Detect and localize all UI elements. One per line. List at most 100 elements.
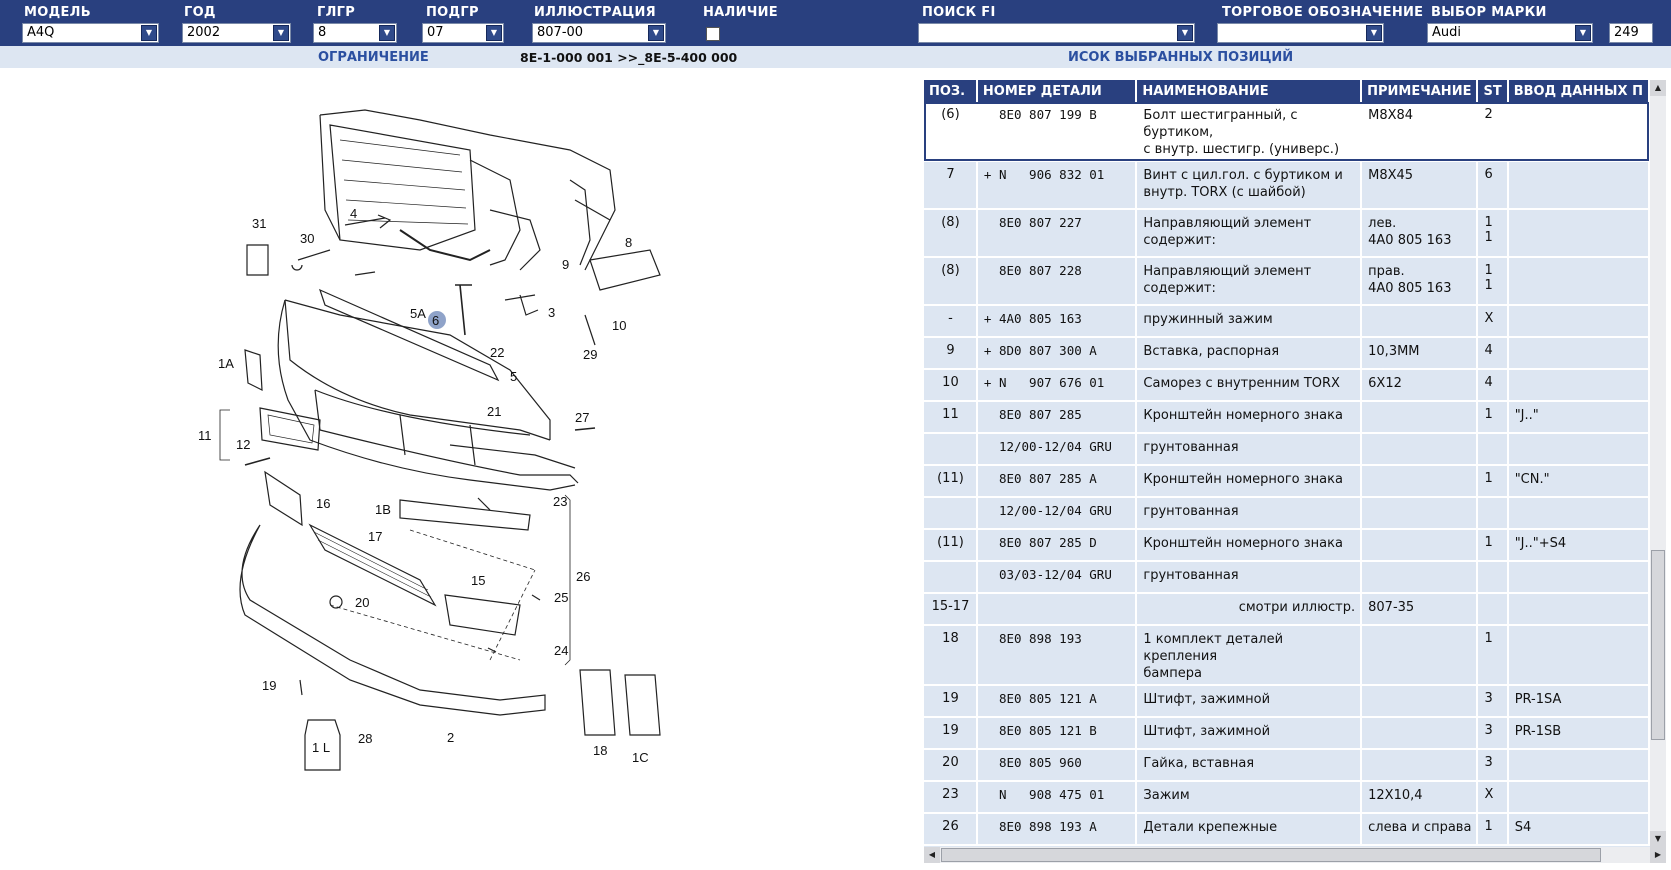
scroll-up-icon[interactable]: ▲: [1650, 80, 1666, 96]
chevron-down-icon[interactable]: ▼: [648, 25, 664, 41]
callout-30[interactable]: 30: [300, 231, 314, 246]
scroll-left-icon[interactable]: ◀: [924, 847, 940, 863]
cell-note: 807-35: [1361, 593, 1479, 626]
chevron-down-icon[interactable]: ▼: [1177, 25, 1193, 41]
scroll-right-icon[interactable]: ▶: [1650, 847, 1666, 863]
callout-29[interactable]: 29: [583, 347, 597, 362]
illustration-select[interactable]: 807-00 ▼: [532, 23, 666, 43]
chevron-down-icon[interactable]: ▼: [379, 25, 395, 41]
cell-pos: 23: [924, 781, 978, 814]
selected-list-link[interactable]: ИСОК ВЫБРАННЫХ ПОЗИЦИЙ: [1068, 50, 1294, 65]
hscroll-thumb[interactable]: [941, 848, 1601, 862]
cell-desc: пружинный зажим: [1136, 305, 1363, 338]
callout-27[interactable]: 27: [575, 410, 589, 425]
cell-pos: [924, 561, 978, 594]
callout-22[interactable]: 22: [490, 345, 504, 360]
callout-1b[interactable]: 1B: [375, 502, 391, 517]
cell-st: [1477, 561, 1509, 594]
callout-5[interactable]: 5: [510, 369, 517, 384]
callout-4[interactable]: 4: [350, 206, 357, 221]
callout-1c[interactable]: 1C: [632, 750, 649, 765]
col-data-input[interactable]: ВВОД ДАННЫХ П: [1507, 80, 1650, 102]
highlight-marker[interactable]: [428, 311, 446, 329]
callout-6[interactable]: 6: [432, 313, 439, 328]
count-field[interactable]: 249: [1609, 23, 1653, 43]
callout-28[interactable]: 28: [358, 731, 372, 746]
callout-19[interactable]: 19: [262, 678, 276, 693]
callout-17[interactable]: 17: [368, 529, 382, 544]
cell-note: [1361, 561, 1479, 594]
callout-20[interactable]: 20: [355, 595, 369, 610]
col-note[interactable]: ПРИМЕЧАНИЕ: [1361, 80, 1479, 102]
callout-10[interactable]: 10: [612, 318, 626, 333]
search-select[interactable]: ▼: [918, 23, 1195, 43]
col-st[interactable]: ST: [1477, 80, 1509, 102]
callout-5a[interactable]: 5A: [410, 306, 426, 321]
callout-1a[interactable]: 1A: [218, 356, 234, 371]
callout-23[interactable]: 23: [553, 494, 567, 509]
availability-checkbox[interactable]: [706, 27, 720, 41]
callout-26[interactable]: 26: [576, 569, 590, 584]
callout-3[interactable]: 3: [548, 305, 555, 320]
col-pos[interactable]: ПОЗ.: [924, 80, 978, 102]
callout-11[interactable]: 11: [198, 428, 212, 443]
callout-8[interactable]: 8: [625, 235, 632, 250]
glgr-value: 8: [318, 25, 327, 40]
scroll-down-icon[interactable]: ▼: [1650, 831, 1666, 847]
horizontal-scrollbar[interactable]: ◀ ▶: [924, 847, 1666, 863]
col-name[interactable]: НАИМЕНОВАНИЕ: [1136, 80, 1363, 102]
callout-18[interactable]: 18: [593, 743, 607, 758]
cell-st: 1 1: [1477, 257, 1509, 306]
chevron-down-icon[interactable]: ▼: [486, 25, 502, 41]
chevron-down-icon[interactable]: ▼: [1366, 25, 1382, 41]
cell-data: [1507, 593, 1650, 626]
cell-pos: (11): [924, 465, 978, 498]
callout-12[interactable]: 12: [236, 437, 250, 452]
chevron-down-icon[interactable]: ▼: [1575, 25, 1591, 41]
callout-25[interactable]: 25: [554, 590, 568, 605]
cell-st: [1477, 497, 1509, 530]
callout-15[interactable]: 15: [471, 573, 485, 588]
cell-note: [1361, 717, 1479, 750]
callout-2[interactable]: 2: [447, 730, 454, 745]
model-select[interactable]: A4Q ▼: [22, 23, 159, 43]
podgr-select[interactable]: 07 ▼: [422, 23, 504, 43]
chevron-down-icon[interactable]: ▼: [273, 25, 289, 41]
callout-21[interactable]: 21: [487, 404, 501, 419]
callout-9[interactable]: 9: [562, 257, 569, 272]
glgr-select[interactable]: 8 ▼: [313, 23, 397, 43]
cell-note: слева и справа: [1361, 813, 1479, 846]
col-part-number[interactable]: НОМЕР ДЕТАЛИ: [976, 80, 1138, 102]
cell-note: [1361, 497, 1479, 530]
vertical-scrollbar[interactable]: ▲ ▼: [1650, 80, 1666, 847]
scroll-thumb[interactable]: [1651, 550, 1665, 740]
chevron-down-icon[interactable]: ▼: [141, 25, 157, 41]
trade-select[interactable]: ▼: [1217, 23, 1384, 43]
brand-select[interactable]: Audi ▼: [1427, 23, 1593, 43]
callout-31[interactable]: 31: [252, 216, 266, 231]
callout-24[interactable]: 24: [554, 643, 568, 658]
callout-16[interactable]: 16: [316, 496, 330, 511]
year-select[interactable]: 2002 ▼: [182, 23, 291, 43]
